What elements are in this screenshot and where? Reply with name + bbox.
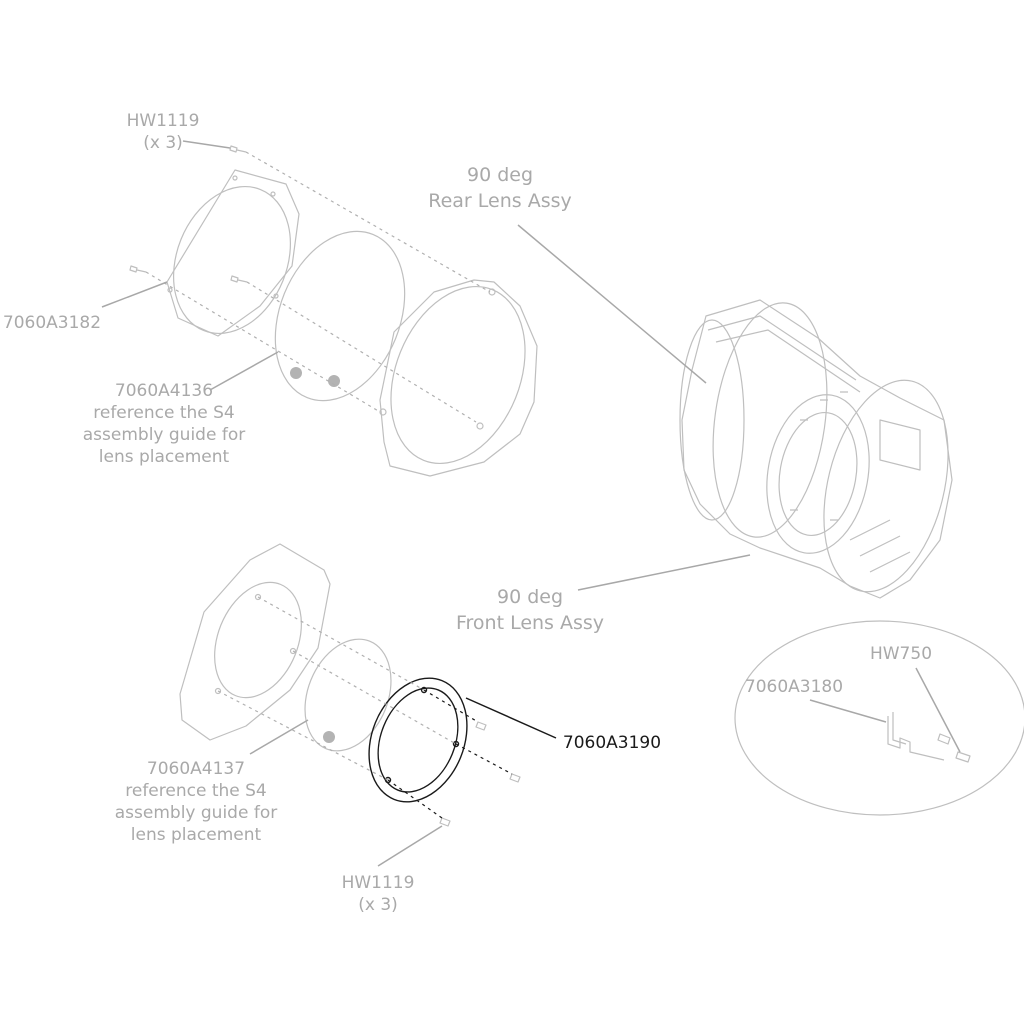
front-lens-7060A4137 <box>304 638 392 752</box>
part-number: 7060A4136 <box>114 381 214 401</box>
quantity: (x 3) <box>358 895 398 915</box>
label-7060A3190: 7060A3190 <box>562 733 662 753</box>
label-7060A4137: 7060A4137 reference the S4 assembly guid… <box>112 758 280 846</box>
quantity: (x 3) <box>143 133 183 153</box>
front-lens-ring-7060A3190 <box>368 677 468 803</box>
rear-screws-hw1119 <box>129 145 248 283</box>
lens-assembly-body <box>679 299 953 599</box>
label-7060A3180: 7060A3180 <box>744 677 844 697</box>
label-rear-lens-assy: 90 deg Rear Lens Assy <box>420 162 580 214</box>
rear-gel-frame-7060A3182 <box>166 169 300 337</box>
note-line: reference the S4 <box>125 781 267 801</box>
rear-lens-ring <box>379 279 538 477</box>
label-7060A3182: 7060A3182 <box>2 313 102 333</box>
front-alignment-lines <box>217 596 457 781</box>
assy-angle: 90 deg <box>496 586 564 608</box>
assy-angle: 90 deg <box>466 164 534 186</box>
leader-lines <box>101 140 961 867</box>
front-gel-frame <box>179 543 331 741</box>
rear-lens-7060A4136 <box>274 230 406 402</box>
label-7060A4136: 7060A4136 reference the S4 assembly guid… <box>80 380 248 468</box>
front-highlight-alignment-lines <box>387 689 513 819</box>
note-line: assembly guide for <box>114 803 278 823</box>
note-line: lens placement <box>130 825 262 845</box>
assy-name: Front Lens Assy <box>455 612 605 634</box>
label-front-lens-assy: 90 deg Front Lens Assy <box>448 584 612 636</box>
label-hw1119-bottom: HW1119 (x 3) <box>330 872 426 916</box>
rear-alignment-lines <box>145 151 491 423</box>
part-number: 7060A4137 <box>146 759 246 779</box>
note-line: lens placement <box>98 447 230 467</box>
note-line: assembly guide for <box>82 425 246 445</box>
part-number: HW1119 <box>341 873 415 893</box>
part-number: HW1119 <box>126 111 200 131</box>
leader-line-7060A3190 <box>465 697 557 739</box>
label-hw1119-top: HW1119 (x 3) <box>115 110 211 154</box>
detail-callout-oval <box>734 620 1024 816</box>
note-line: reference the S4 <box>93 403 235 423</box>
front-screws-hw1119 <box>439 721 521 827</box>
label-hw750: HW750 <box>869 644 933 664</box>
assy-name: Rear Lens Assy <box>428 190 572 212</box>
